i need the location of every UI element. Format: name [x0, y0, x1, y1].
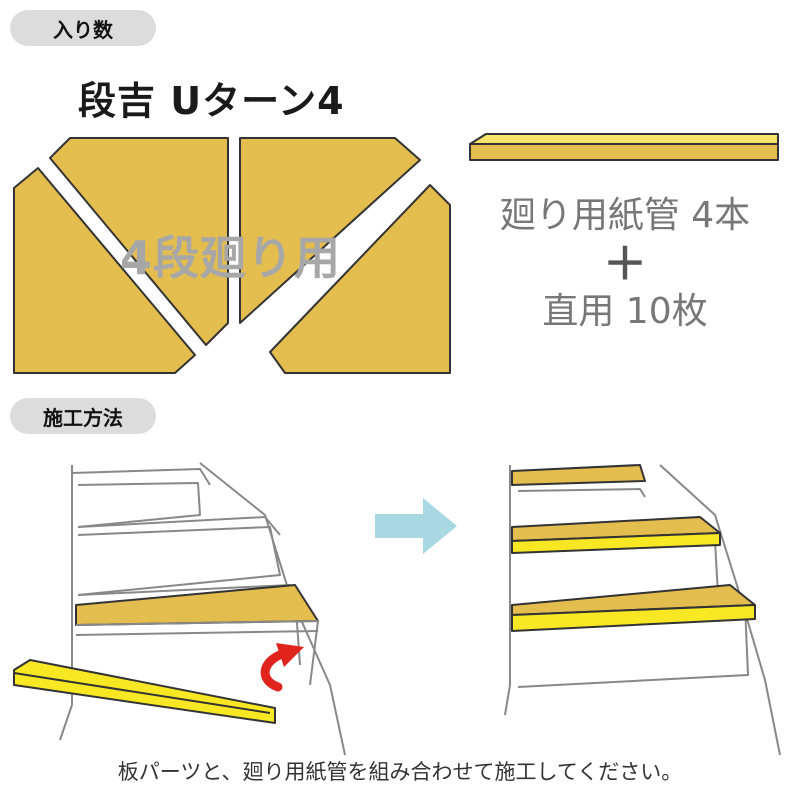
- board-panel-bottom-left: [13, 167, 196, 374]
- board-panels-illustration: [13, 137, 451, 374]
- panel-label: 4段廻り用: [120, 231, 342, 285]
- parts-line-tubes: 廻り用紙管 4本: [499, 195, 751, 236]
- stairs-before-illustration: [13, 462, 346, 755]
- stairs-after-illustration: [504, 464, 781, 755]
- plus-sign: ＋: [603, 239, 647, 290]
- tube-to-insert: [13, 659, 276, 724]
- board-panel-top-right: [239, 137, 421, 324]
- instruction-caption: 板パーツと、廻り用紙管を組み合わせて施工してください。: [117, 760, 683, 784]
- board-panel-bottom-right: [269, 184, 451, 374]
- section-label-method: 施工方法: [10, 398, 156, 434]
- tube-illustration: [469, 133, 779, 161]
- section-label-method-text: 施工方法: [43, 405, 123, 430]
- right-arrow-icon: [375, 498, 457, 554]
- product-title: 段吉 Uターン4: [78, 79, 345, 123]
- section-label-contents: 入り数: [10, 10, 156, 46]
- parts-line-straight: 直用 10枚: [542, 291, 708, 332]
- section-label-contents-text: 入り数: [53, 17, 113, 42]
- curved-up-arrow-icon: [260, 643, 304, 692]
- board-panel-top-left: [49, 137, 229, 346]
